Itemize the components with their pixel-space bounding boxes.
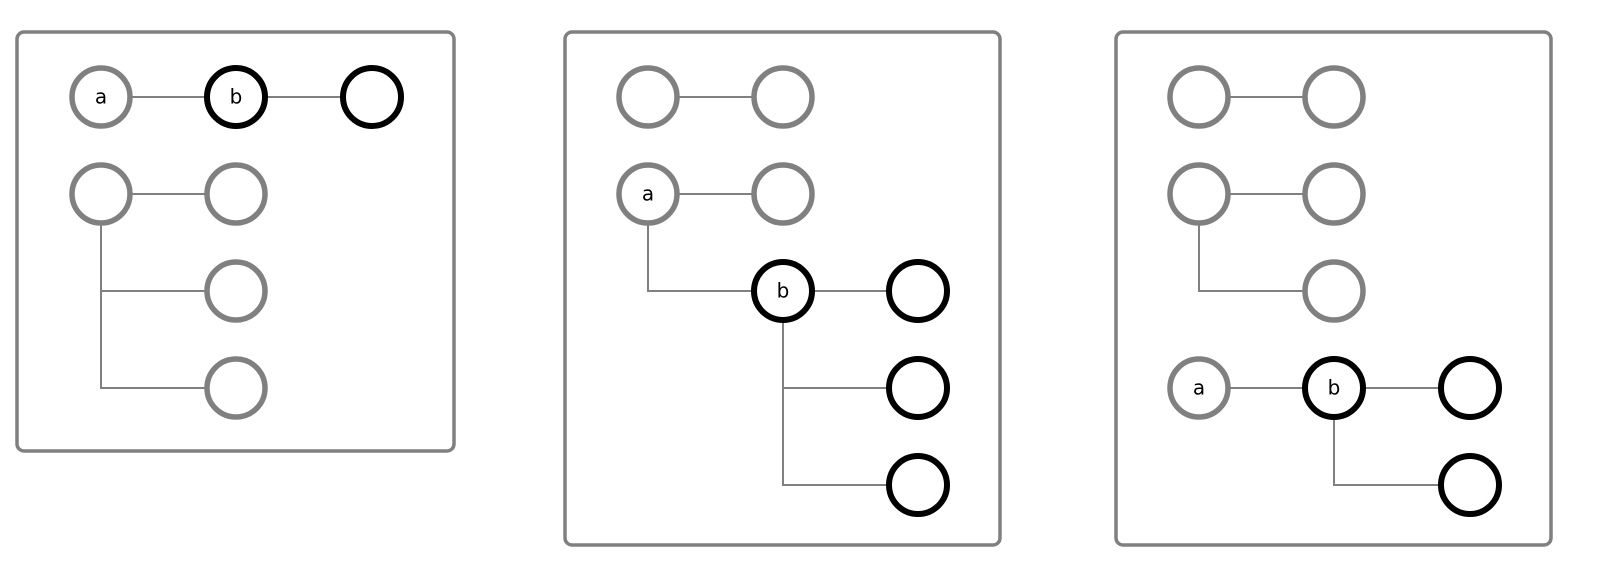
node-label-p3-n6: a — [1193, 376, 1205, 400]
panel-2: ab — [563, 30, 1002, 547]
node-p2-n5 — [751, 259, 815, 323]
node-p2-n1 — [616, 65, 680, 129]
node-p3-n6 — [1167, 356, 1231, 420]
node-p2-n3 — [616, 162, 680, 226]
panel-border — [15, 30, 456, 453]
node-p3-n1 — [1167, 65, 1231, 129]
node-label-p2-n3: a — [642, 182, 654, 206]
edge-p3-n3-p3-n5 — [1198, 194, 1334, 292]
node-p3-n2 — [1302, 65, 1366, 129]
node-p3-n7 — [1302, 356, 1366, 420]
edge-p2-n5-p2-n8 — [782, 291, 918, 486]
node-p2-n8 — [886, 453, 950, 517]
node-p1-n5 — [204, 162, 268, 226]
node-label-p1-n2: b — [230, 85, 243, 109]
node-label-p2-n5: b — [777, 279, 790, 303]
node-label-p3-n7: b — [1328, 376, 1341, 400]
node-p1-n3 — [340, 65, 404, 129]
node-p1-n2 — [204, 65, 268, 129]
edge-p2-n3-p2-n5 — [647, 194, 783, 292]
node-p2-n2 — [751, 65, 815, 129]
node-p3-n3 — [1167, 162, 1231, 226]
edge-p3-n7-p3-n9 — [1333, 388, 1470, 486]
node-p1-n7 — [204, 356, 268, 420]
node-p2-n4 — [751, 162, 815, 226]
node-p3-n9 — [1438, 453, 1502, 517]
panel-border — [563, 30, 1002, 547]
edge-p1-n4-p1-n7 — [100, 194, 236, 389]
node-p1-n1 — [69, 65, 133, 129]
node-label-p1-n1: a — [95, 85, 107, 109]
panel-border — [1114, 30, 1553, 547]
node-p2-n7 — [886, 356, 950, 420]
node-p3-n5 — [1302, 259, 1366, 323]
node-p2-n6 — [886, 259, 950, 323]
node-p1-n6 — [204, 259, 268, 323]
node-p1-n4 — [69, 162, 133, 226]
node-p3-n4 — [1302, 162, 1366, 226]
node-p3-n8 — [1438, 356, 1502, 420]
